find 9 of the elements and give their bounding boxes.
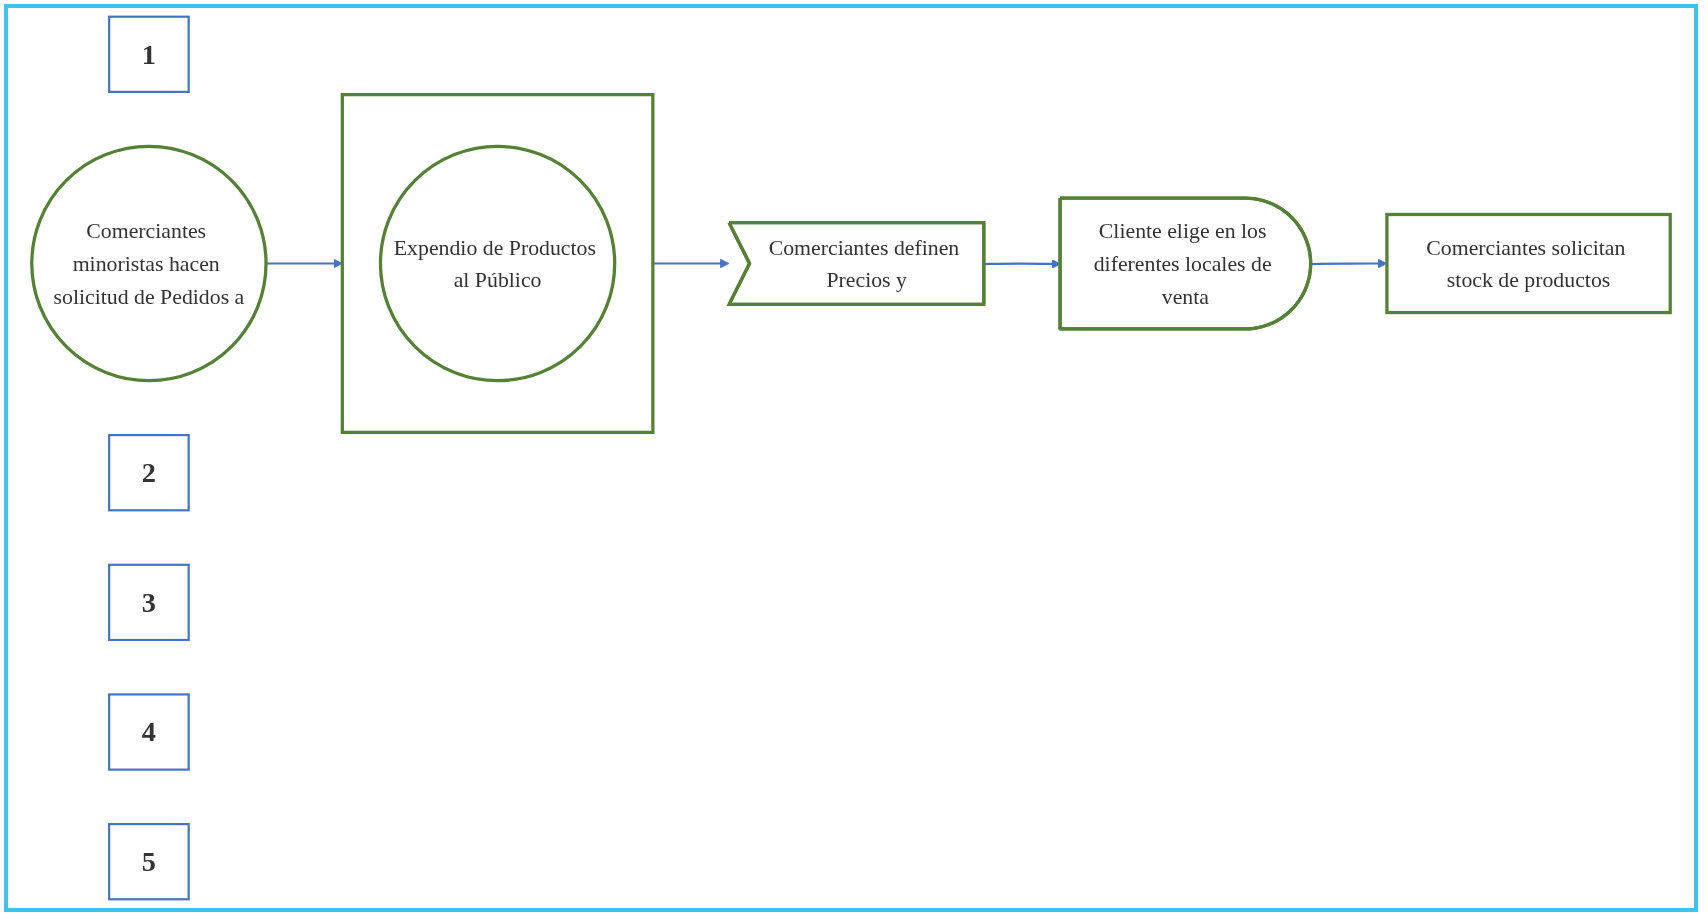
node-box: 1 [108,15,190,93]
node-box: 4 [108,693,190,771]
node-circle: Comerciantes minoristas hacen solicitud de Pedidos a [30,144,268,383]
cluster [340,93,655,435]
node-box: Comerciantes solicitan stock de productos [1385,212,1672,315]
node-box: 2 [108,434,190,512]
node-box: 5 [108,823,190,901]
node-circle: Expendio de Productos al Público [378,144,617,383]
node-box: 3 [108,563,190,642]
